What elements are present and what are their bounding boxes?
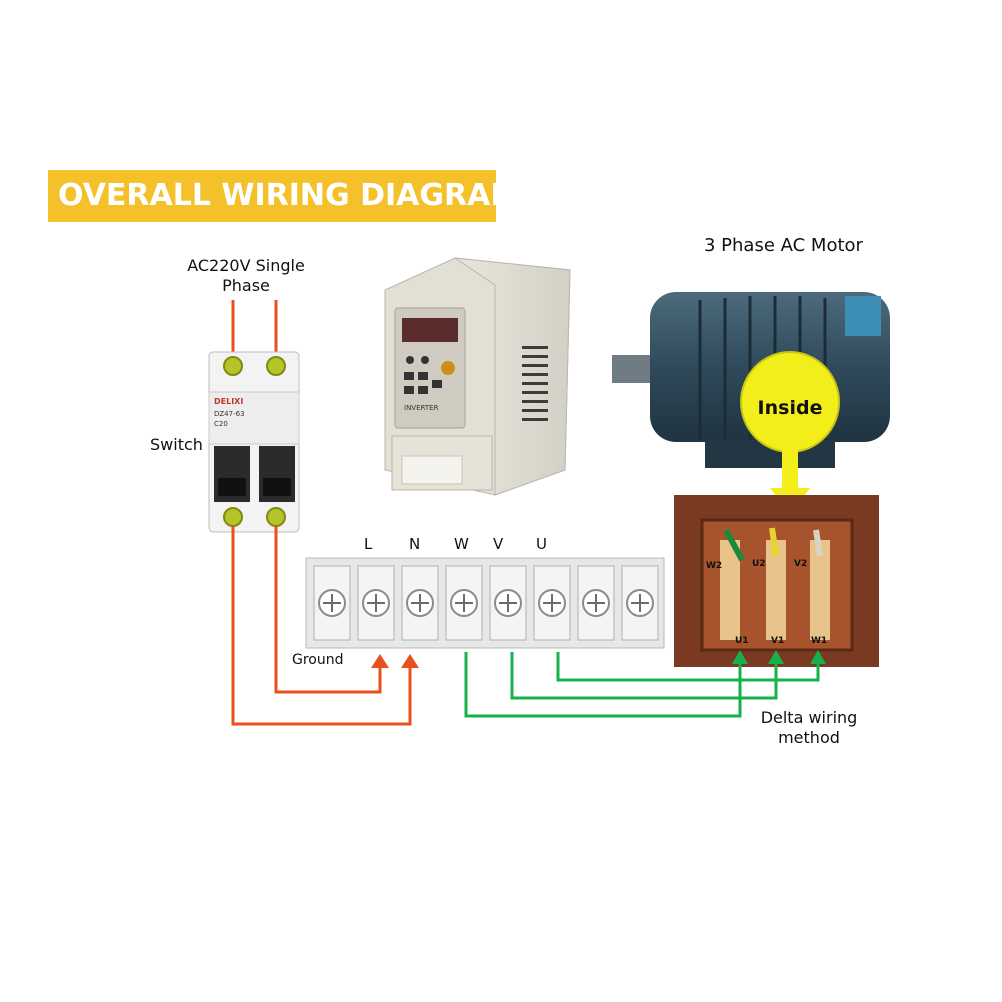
inverter-label: INVERTER xyxy=(404,404,439,412)
supply-label-line1: AC220V Single xyxy=(187,256,305,275)
terminal-label-u: U xyxy=(536,535,547,553)
supply-label-line2: Phase xyxy=(222,276,270,295)
terminal-label-w: W xyxy=(454,535,469,553)
title-banner xyxy=(48,170,496,222)
supply-wires-to-terminals xyxy=(231,526,419,726)
breaker-model: DZ47-63 xyxy=(214,410,245,418)
terminal-u1: U1 xyxy=(735,636,749,646)
terminal-block xyxy=(305,557,665,649)
diagram-title: OVERALL WIRING DIAGRAM xyxy=(58,178,521,213)
supply-label: AC220V Single Phase xyxy=(178,256,314,296)
inside-label: Inside xyxy=(757,397,823,419)
terminal-label-l: L xyxy=(364,535,373,553)
inverter: INVERTER xyxy=(384,257,571,496)
delta-label-line1: Delta wiring xyxy=(760,708,858,727)
motor-wires xyxy=(464,650,826,718)
motor-label: 3 Phase AC Motor xyxy=(704,235,863,256)
terminal-label-n: N xyxy=(409,535,421,553)
supply-input-wires xyxy=(231,300,278,360)
breaker-rating: C20 xyxy=(214,420,228,428)
delta-wiring-label: Delta wiring method xyxy=(744,708,874,748)
circuit-breaker: DELIXI DZ47-63 C20 xyxy=(208,351,300,533)
inside-callout xyxy=(740,351,840,514)
terminal-w1: W1 xyxy=(811,636,827,646)
terminal-label-v: V xyxy=(493,535,504,553)
switch-label: Switch xyxy=(150,435,203,454)
terminal-v2: V2 xyxy=(794,559,807,569)
terminal-u2: U2 xyxy=(752,559,766,569)
ground-label: Ground xyxy=(292,652,344,668)
breaker-brand: DELIXI xyxy=(214,397,243,406)
terminal-v1: V1 xyxy=(771,636,784,646)
terminal-w2: W2 xyxy=(706,561,722,571)
delta-label-line2: method xyxy=(778,728,840,747)
motor-terminal-box: W2 U2 V2 U1 V1 W1 xyxy=(674,495,879,667)
